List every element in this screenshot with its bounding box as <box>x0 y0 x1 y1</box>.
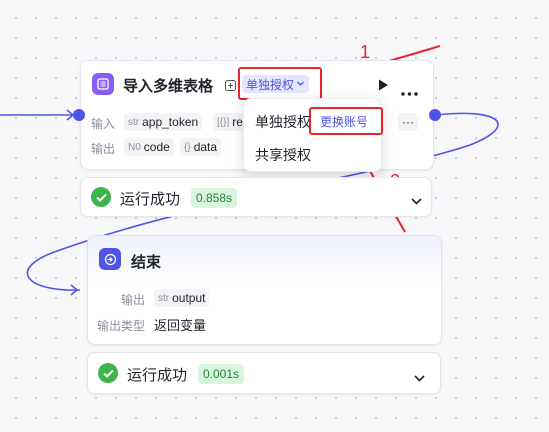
play-icon[interactable] <box>378 78 389 96</box>
change-account-link[interactable]: 更换账号 <box>320 115 369 129</box>
run-status-text: 运行成功 <box>120 191 181 208</box>
more-inputs-chip[interactable]: ··· <box>398 113 418 131</box>
more-icon[interactable] <box>401 83 418 101</box>
table-icon <box>92 73 114 95</box>
input-name: app_token <box>142 115 199 129</box>
input-type: [{}] <box>217 116 230 128</box>
chevron-down-icon <box>296 77 305 91</box>
input-name: re <box>232 115 243 129</box>
import-input-port[interactable] <box>73 109 85 121</box>
input-chip-re: [{}] re <box>213 113 247 131</box>
end-node-title: 结束 <box>131 254 162 271</box>
output-chip-data: {} data <box>180 138 222 156</box>
import-output-port[interactable] <box>429 109 441 121</box>
dropdown-item-individual-auth[interactable]: 单独授权 <box>255 114 311 130</box>
end-output-type-value: 返回变量 <box>154 318 207 333</box>
success-check-icon <box>98 363 118 383</box>
run-status-text: 运行成功 <box>127 367 188 384</box>
run-status-bar-2[interactable] <box>87 352 441 394</box>
run-time-badge: 0.001s <box>198 364 245 384</box>
input-type: str <box>128 116 140 128</box>
end-node[interactable] <box>87 235 442 345</box>
end-output-label: 输出 <box>121 293 146 307</box>
output-type: str <box>158 292 170 304</box>
loop-arrow <box>70 284 79 296</box>
success-check-icon <box>91 187 111 207</box>
import-node-title: 导入多维表格 <box>123 78 214 95</box>
end-output-chip: str output <box>154 289 210 307</box>
output-type: N0 <box>128 141 141 153</box>
output-chip-code: N0 code <box>124 138 174 156</box>
output-name: data <box>193 140 218 154</box>
end-output-type-label: 输出类型 <box>97 319 146 333</box>
auth-select-label: 单独授权 <box>246 77 295 92</box>
import-input-label: 输入 <box>91 117 116 131</box>
run-time-badge: 0.858s <box>191 188 238 208</box>
input-chip-app-token: str app_token <box>124 113 203 131</box>
annotation-box-change-account <box>309 107 383 135</box>
expand-chevron-icon[interactable] <box>411 192 422 210</box>
annotation-box-auth <box>238 67 322 100</box>
annotation-number-1: 1 <box>360 42 371 62</box>
expand-chevron-icon[interactable] <box>414 369 425 387</box>
output-name: output <box>172 291 206 305</box>
output-name: code <box>143 140 170 154</box>
import-output-label: 输出 <box>91 142 116 156</box>
dropdown-item-shared-auth[interactable]: 共享授权 <box>255 147 311 163</box>
more-inputs-label: ··· <box>402 115 414 129</box>
run-status-bar-1[interactable] <box>80 177 432 217</box>
auth-dropdown <box>243 98 382 172</box>
end-icon <box>99 248 121 270</box>
copy-icon[interactable] <box>225 78 236 96</box>
auth-select[interactable]: 单独授权 <box>242 75 310 93</box>
output-type: {} <box>184 141 191 153</box>
